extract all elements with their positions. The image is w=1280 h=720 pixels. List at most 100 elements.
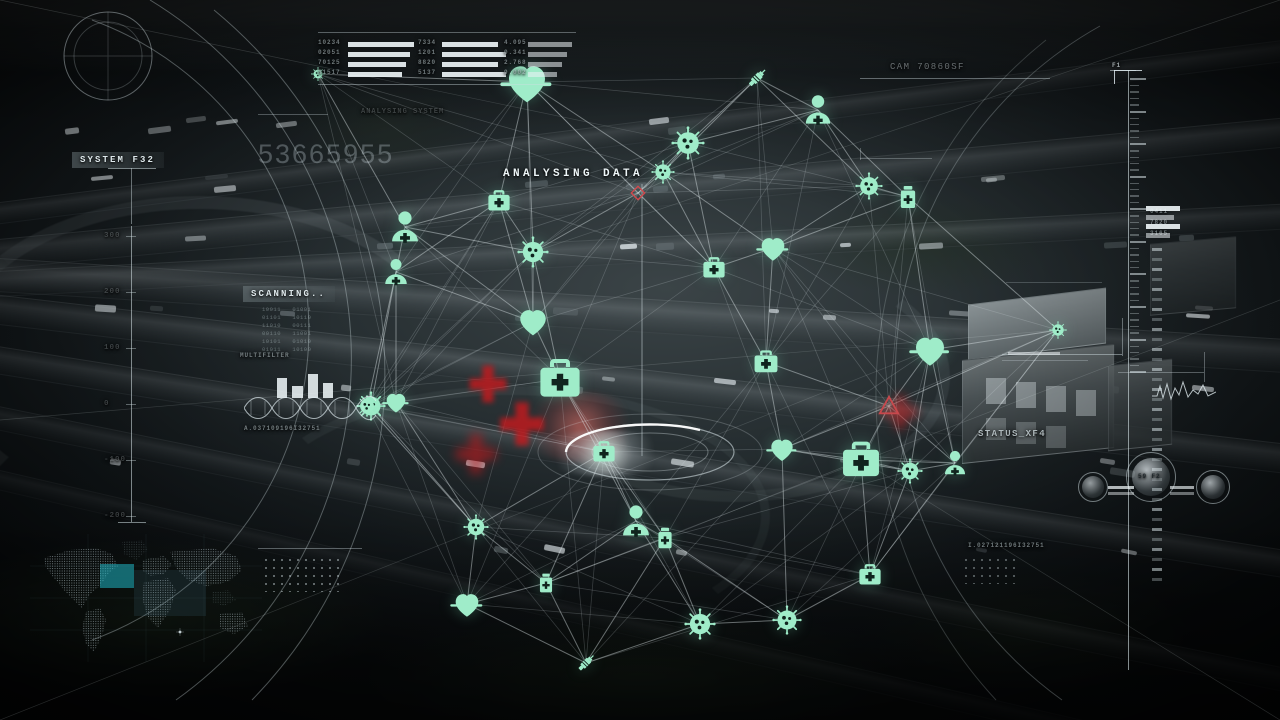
medical-kit-icon [857, 562, 883, 588]
system-label: SYSTEM F32 [72, 152, 165, 168]
diamond-marker-icon [630, 185, 646, 201]
row-bar [442, 62, 498, 67]
big-number: 53665955 [258, 139, 395, 169]
medical-kit-icon [486, 188, 512, 214]
ruler-tick [1152, 338, 1162, 341]
ruler-tick [1152, 548, 1162, 551]
row-mid: 7334 [418, 39, 437, 46]
ruler-tick [1130, 247, 1139, 250]
virus-icon [1049, 321, 1067, 339]
pill-bottle-icon [535, 572, 557, 594]
row-bar [348, 72, 402, 77]
heartbeat-icon [382, 388, 410, 416]
scanning-label: SCANNING.. [243, 286, 336, 302]
ruler-tick [1130, 280, 1139, 282]
ruler-tick [1130, 117, 1139, 119]
ruler-tick [1152, 578, 1162, 581]
alert-icon [878, 395, 900, 417]
ruler-tick [1152, 258, 1162, 261]
row-bar [442, 72, 506, 77]
heartbeat-icon [766, 433, 798, 465]
ruler-tick [1130, 364, 1139, 367]
ruler-tick [1130, 332, 1139, 334]
axis-tick [126, 292, 136, 293]
ruler-tick [1130, 97, 1139, 100]
doctor-icon [801, 93, 835, 127]
ruler-tick [1130, 91, 1139, 93]
virus-icon [463, 514, 489, 540]
system-leader-line [131, 168, 132, 224]
virus-icon [517, 236, 549, 268]
alert-cross-icon [496, 398, 548, 450]
axis-tick-label: 300 [104, 232, 121, 240]
mini-bar [277, 378, 288, 398]
ruler-tick [1152, 318, 1162, 321]
mini-bar [322, 383, 333, 398]
doctor-icon [381, 257, 411, 287]
ruler-tick [1130, 208, 1146, 211]
heartbeat-icon [909, 329, 951, 371]
pill-bottle-icon [895, 184, 921, 210]
ruler-tick [1152, 438, 1162, 441]
medical-kit-icon [536, 355, 584, 403]
medical-kit-icon [591, 439, 617, 465]
heart-icon [516, 305, 550, 339]
ruler-tick [1152, 378, 1162, 381]
status-label: STATUS_XF4 [978, 429, 1047, 439]
ruler-tick [1152, 358, 1162, 361]
axis-tick [126, 236, 136, 237]
multifilter-label: MULTIFILTER [240, 352, 290, 359]
ruler-tick [1130, 286, 1139, 289]
ruler-tick [1130, 305, 1146, 308]
world-map [30, 534, 262, 662]
row-bar [528, 72, 557, 77]
waveform-graph [1152, 380, 1216, 401]
axis-tick-label: 0 [104, 400, 110, 408]
ruler-tick [1130, 85, 1139, 87]
row-bar [348, 62, 406, 67]
ruler-tick [1130, 338, 1146, 341]
dna-helix-icon [244, 395, 376, 421]
ruler-tick [1130, 254, 1139, 256]
row-right: 0.341 [504, 49, 527, 56]
ruler-tick [1152, 538, 1162, 541]
mini-bar-chart [277, 366, 333, 398]
ruler-tick [1130, 273, 1146, 276]
ruler-tick [1130, 240, 1146, 243]
row-right: 2.768 [504, 59, 527, 66]
camera-label: CAM 70860SF [890, 62, 965, 72]
ruler-tick [1152, 418, 1162, 421]
doctor-icon [387, 209, 423, 245]
ruler-tick [1152, 398, 1162, 401]
virus-icon [356, 395, 378, 417]
ruler-tick [1130, 228, 1139, 230]
medical-kit-icon [839, 438, 883, 482]
ruler-tick [1152, 308, 1162, 311]
dna-code-label: A.037109196I32751 [244, 425, 321, 432]
gauge-value: 59 F2 [1138, 473, 1161, 480]
ruler-tick [1130, 215, 1139, 217]
ruler-tick [1130, 260, 1139, 262]
ruler-tick [1152, 288, 1162, 291]
mini-bar [292, 385, 303, 398]
ruler-tick [1130, 162, 1139, 165]
ruler-tick [1152, 558, 1162, 561]
right-row-code: 7820 [1150, 219, 1169, 226]
ruler-tick [1130, 358, 1139, 360]
ruler-tick [1130, 156, 1139, 158]
medical-kit-icon [701, 255, 727, 281]
virus-icon [897, 458, 923, 484]
ruler-tick [1152, 368, 1162, 371]
ruler-tick [1152, 268, 1162, 271]
ruler-tick [1130, 136, 1139, 139]
ruler-tick [1130, 351, 1139, 354]
virus-icon [772, 605, 802, 635]
ruler-tick [1130, 78, 1146, 80]
alert-cross-icon [466, 362, 510, 406]
ruler-tick [1130, 175, 1146, 178]
system-underline [108, 168, 156, 169]
ruler-tick [1152, 528, 1162, 531]
row-bar [528, 62, 562, 67]
ruler-tick [1130, 110, 1146, 113]
